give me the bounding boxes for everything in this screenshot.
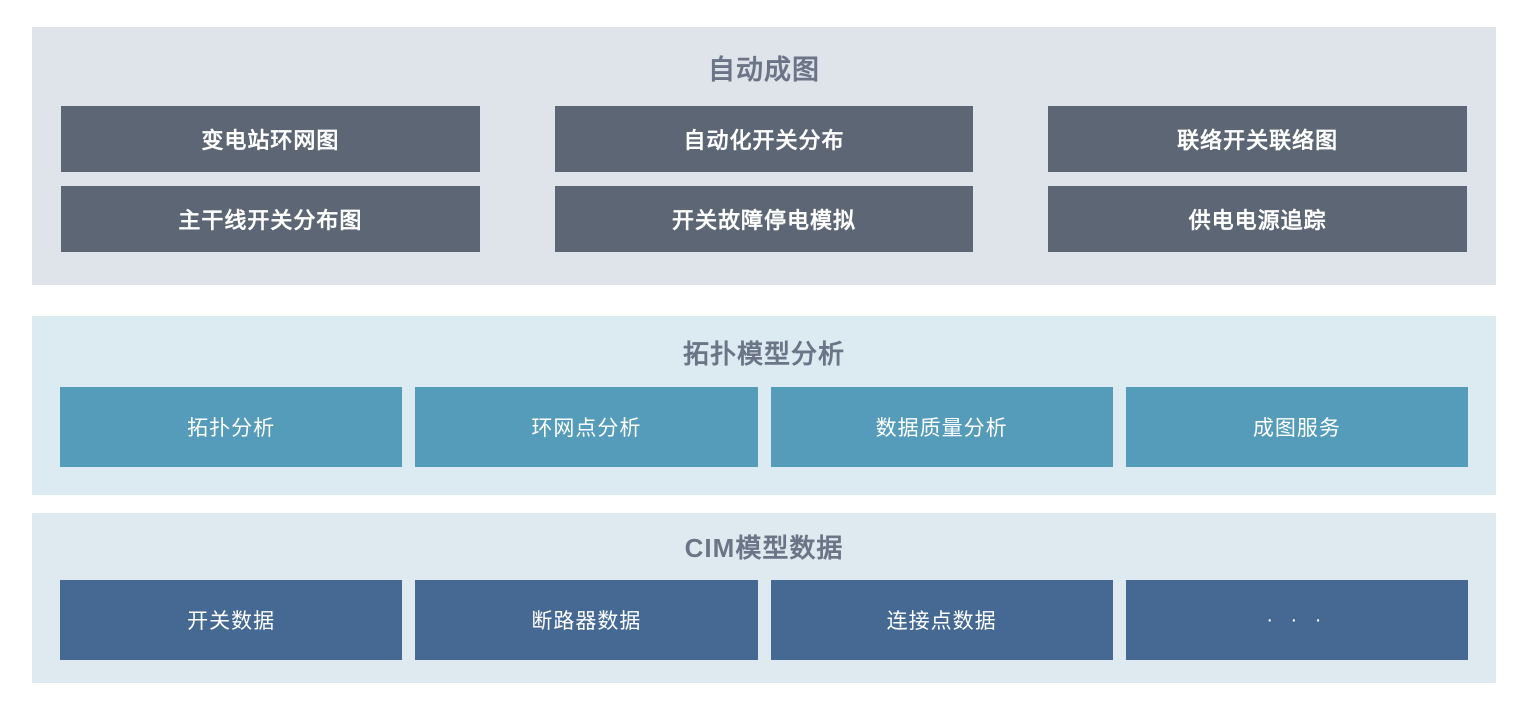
tile-diagram-generation-service[interactable]: 成图服务 xyxy=(1125,387,1468,467)
tile-more-data[interactable]: · · · xyxy=(1125,580,1468,660)
tile-ring-network-point-analysis[interactable]: 环网点分析 xyxy=(415,387,758,467)
layer-topology-row-1: 拓扑分析 环网点分析 数据质量分析 成图服务 xyxy=(60,387,1468,467)
tile-circuit-breaker-data[interactable]: 断路器数据 xyxy=(415,580,758,660)
layer-automap: 自动成图 变电站环网图 自动化开关分布 联络开关联络图 主干线开关分布图 开关故… xyxy=(32,27,1496,285)
tile-power-source-tracing[interactable]: 供电电源追踪 xyxy=(1048,186,1468,252)
architecture-diagram: 自动成图 变电站环网图 自动化开关分布 联络开关联络图 主干线开关分布图 开关故… xyxy=(32,27,1496,683)
tile-data-quality-analysis[interactable]: 数据质量分析 xyxy=(770,387,1113,467)
layer-topology-title: 拓扑模型分析 xyxy=(682,339,845,369)
layer-cim: CIM模型数据 开关数据 断路器数据 连接点数据 · · · xyxy=(32,513,1496,683)
tile-trunk-line-switch-distribution[interactable]: 主干线开关分布图 xyxy=(61,186,480,252)
layer-automap-row-2: 主干线开关分布图 开关故障停电模拟 供电电源追踪 xyxy=(61,186,1468,252)
tile-automated-switch-distribution[interactable]: 自动化开关分布 xyxy=(554,106,974,172)
layer-automap-row-1: 变电站环网图 自动化开关分布 联络开关联络图 xyxy=(61,106,1468,172)
tile-switch-fault-outage-simulation[interactable]: 开关故障停电模拟 xyxy=(554,186,974,252)
tile-substation-ring-diagram[interactable]: 变电站环网图 xyxy=(61,106,480,172)
layer-cim-row-1: 开关数据 断路器数据 连接点数据 · · · xyxy=(60,580,1468,660)
layer-cim-title: CIM模型数据 xyxy=(684,533,844,563)
layer-automap-title: 自动成图 xyxy=(708,55,820,85)
layer-topology: 拓扑模型分析 拓扑分析 环网点分析 数据质量分析 成图服务 xyxy=(32,316,1496,495)
tile-tie-switch-connection-diagram[interactable]: 联络开关联络图 xyxy=(1048,106,1468,172)
tile-switch-data[interactable]: 开关数据 xyxy=(60,580,403,660)
tile-connectivity-node-data[interactable]: 连接点数据 xyxy=(770,580,1113,660)
tile-topology-analysis[interactable]: 拓扑分析 xyxy=(60,387,403,467)
